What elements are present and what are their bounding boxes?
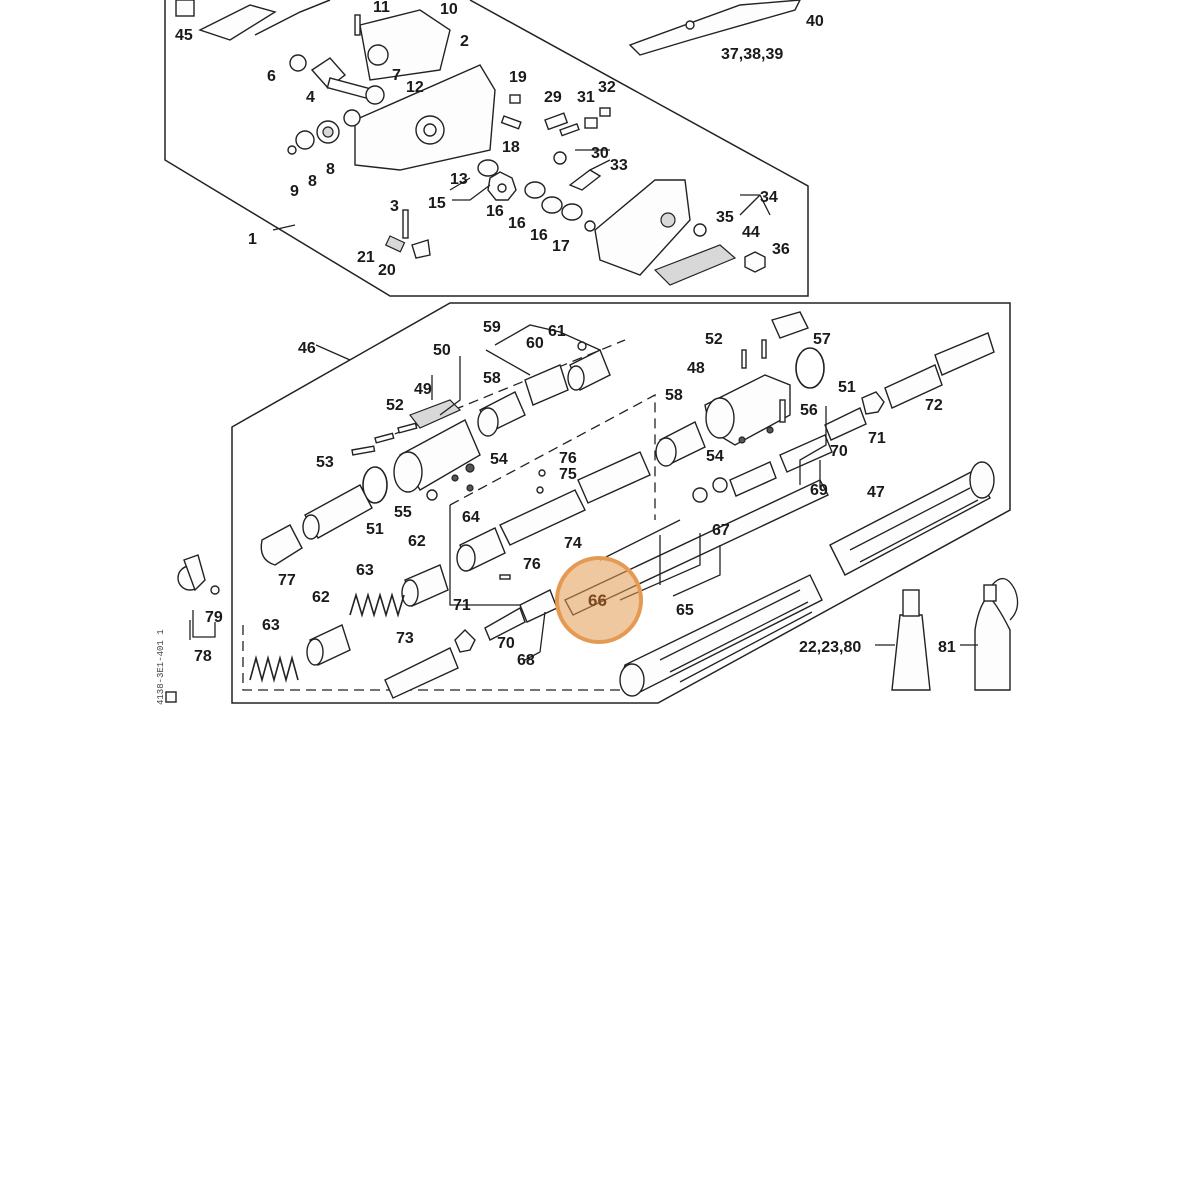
callout-68[interactable]: 68: [517, 652, 535, 669]
callout-69[interactable]: 69: [810, 482, 828, 499]
callout-56[interactable]: 56: [800, 402, 818, 419]
callout-78[interactable]: 78: [194, 648, 212, 665]
callout-76b[interactable]: 76: [523, 556, 541, 573]
callout-35[interactable]: 35: [716, 209, 734, 226]
callout-67[interactable]: 67: [712, 522, 730, 539]
callout-53[interactable]: 53: [316, 454, 334, 471]
callout-8b[interactable]: 8: [326, 161, 335, 178]
callout-8a[interactable]: 8: [308, 173, 317, 190]
callout-21[interactable]: 21: [357, 249, 375, 266]
callout-61[interactable]: 61: [548, 323, 566, 340]
callout-79[interactable]: 79: [205, 609, 223, 626]
callout-10[interactable]: 10: [440, 1, 458, 18]
callout-72[interactable]: 72: [925, 397, 943, 414]
callout-6[interactable]: 6: [267, 68, 276, 85]
callout-74[interactable]: 74: [564, 535, 582, 552]
callout-33[interactable]: 33: [610, 157, 628, 174]
callout-13[interactable]: 13: [450, 171, 468, 188]
callout-34[interactable]: 34: [760, 189, 778, 206]
highlight-label-66[interactable]: 66: [588, 591, 607, 610]
callout-16c[interactable]: 16: [530, 227, 548, 244]
callout-18[interactable]: 18: [502, 139, 520, 156]
callout-2[interactable]: 2: [460, 33, 469, 50]
callout-73[interactable]: 73: [396, 630, 414, 647]
callout-58b[interactable]: 58: [665, 387, 683, 404]
callout-76a[interactable]: 76: [559, 450, 577, 467]
callout-70a[interactable]: 70: [497, 635, 515, 652]
callout-12[interactable]: 12: [406, 79, 424, 96]
callout-7[interactable]: 7: [392, 67, 401, 84]
callout-57[interactable]: 57: [813, 331, 831, 348]
highlight-circle[interactable]: [555, 556, 643, 644]
callout-77[interactable]: 77: [278, 572, 296, 589]
callout-29[interactable]: 29: [544, 89, 562, 106]
callout-62b[interactable]: 62: [312, 589, 330, 606]
callout-19[interactable]: 19: [509, 69, 527, 86]
callout-1[interactable]: 1: [248, 231, 257, 248]
callout-labels: 45 11 10 2 6 7 4 12 19 29 31 32 18 30 33…: [156, 0, 956, 705]
callout-20[interactable]: 20: [378, 262, 396, 279]
callout-49[interactable]: 49: [414, 381, 432, 398]
side-drawing-code: 4138-3E1-401 1: [156, 629, 166, 705]
callout-52b[interactable]: 52: [705, 331, 723, 348]
callout-63b[interactable]: 63: [262, 617, 280, 634]
callout-65[interactable]: 65: [676, 602, 694, 619]
callout-62a[interactable]: 62: [408, 533, 426, 550]
shaft-parts: [165, 311, 1019, 703]
callout-46[interactable]: 46: [298, 340, 316, 357]
callout-55[interactable]: 55: [394, 504, 412, 521]
callout-50[interactable]: 50: [433, 342, 451, 359]
callout-44[interactable]: 44: [742, 224, 760, 241]
callout-11[interactable]: 11: [373, 0, 390, 16]
callout-45[interactable]: 45: [175, 27, 193, 44]
callout-22-23-80[interactable]: 22,23,80: [799, 639, 861, 656]
gearbox-parts: [175, 0, 801, 286]
callout-71b[interactable]: 71: [868, 430, 886, 447]
callout-31[interactable]: 31: [577, 89, 595, 106]
callout-16a[interactable]: 16: [486, 203, 504, 220]
callout-4[interactable]: 4: [306, 89, 315, 106]
callout-32[interactable]: 32: [598, 79, 616, 96]
callout-15[interactable]: 15: [428, 195, 446, 212]
callout-16b[interactable]: 16: [508, 215, 526, 232]
callout-36[interactable]: 36: [772, 241, 790, 258]
leader-lines: [189, 149, 978, 661]
callout-37-38-39[interactable]: 37,38,39: [721, 46, 783, 63]
callout-51b[interactable]: 51: [838, 379, 856, 396]
callout-17[interactable]: 17: [552, 238, 570, 255]
callout-9[interactable]: 9: [290, 183, 299, 200]
callout-60[interactable]: 60: [526, 335, 544, 352]
callout-70b[interactable]: 70: [830, 443, 848, 460]
gearbox-assembly-frame: [164, 0, 809, 297]
callout-52a[interactable]: 52: [386, 397, 404, 414]
callout-75[interactable]: 75: [559, 466, 577, 483]
callout-81[interactable]: 81: [938, 639, 956, 656]
callout-47[interactable]: 47: [867, 484, 885, 501]
callout-59[interactable]: 59: [483, 319, 501, 336]
callout-54a[interactable]: 54: [490, 451, 508, 468]
callout-71a[interactable]: 71: [453, 597, 471, 614]
callout-51a[interactable]: 51: [366, 521, 384, 538]
callout-40[interactable]: 40: [806, 13, 824, 30]
callout-48[interactable]: 48: [687, 360, 705, 377]
shaft-assembly-frame: [231, 302, 1011, 704]
callout-3[interactable]: 3: [390, 198, 399, 215]
callout-63a[interactable]: 63: [356, 562, 374, 579]
callout-30[interactable]: 30: [591, 145, 609, 162]
callout-58a[interactable]: 58: [483, 370, 501, 387]
callout-54b[interactable]: 54: [706, 448, 724, 465]
callout-64[interactable]: 64: [462, 509, 480, 526]
